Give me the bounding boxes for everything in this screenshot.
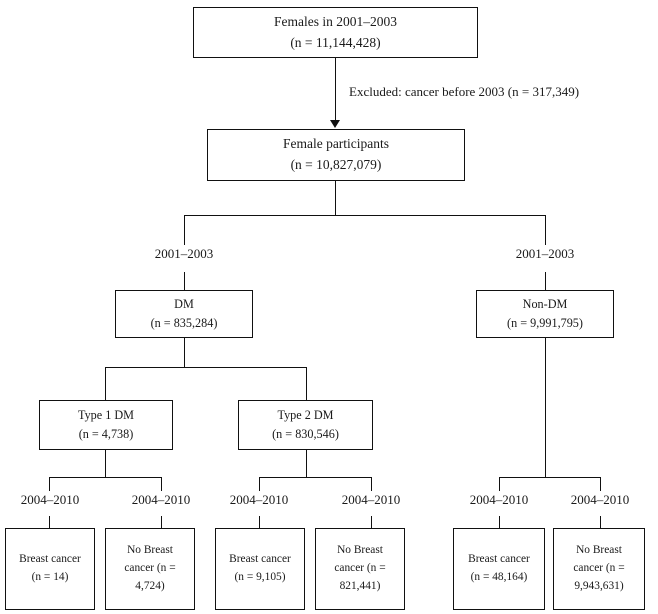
- stage-label-nondm-nobc-period: 2004–2010: [570, 492, 630, 507]
- stage-label-t2-bc-period: 2004–2010: [229, 492, 289, 507]
- node-source-cohort: Females in 2001–2003 (n = 11,144,428): [193, 7, 478, 58]
- node-non-dm-title: Non-DM: [522, 297, 568, 312]
- connector-non-dm-split-right: [600, 477, 601, 491]
- node-type1-no-breast-cancer-title: No Breast: [127, 544, 173, 557]
- connector-label-to-nondm-nobc: [600, 516, 601, 528]
- connector-label-to-dm: [184, 272, 185, 290]
- node-non-dm-breast-cancer: Breast cancer (n = 48,164): [453, 528, 545, 610]
- connector-type1-split-right: [161, 477, 162, 491]
- stage-label-non-dm-period: 2001–2003: [515, 246, 575, 261]
- connector-label-to-t1-nobc: [161, 516, 162, 528]
- node-type1-breast-cancer: Breast cancer (n = 14): [5, 528, 95, 610]
- node-dm-count: (n = 835,284): [150, 316, 218, 330]
- node-type1-dm: Type 1 DM (n = 4,738): [39, 400, 173, 450]
- node-type2-no-breast-cancer: No Breast cancer (n = 821,441): [315, 528, 405, 610]
- node-female-participants: Female participants (n = 10,827,079): [207, 129, 465, 181]
- connector-split-to-non-dm: [545, 215, 546, 245]
- node-type2-no-breast-cancer-count2: 821,441): [339, 579, 381, 592]
- connector-label-to-non-dm: [545, 272, 546, 290]
- connector-participants-down: [335, 181, 336, 215]
- node-type2-breast-cancer-title: Breast cancer: [229, 553, 291, 566]
- stage-label-t1-nobc-period: 2004–2010: [131, 492, 191, 507]
- connector-non-dm-down: [545, 338, 546, 477]
- node-type1-dm-count: (n = 4,738): [78, 427, 134, 441]
- node-type1-no-breast-cancer-count: cancer (n =: [124, 562, 176, 575]
- node-type2-breast-cancer-count: (n = 9,105): [234, 571, 286, 583]
- connector-dm-split-bar: [105, 367, 306, 368]
- connector-participants-split-bar: [184, 215, 545, 216]
- connector-type2-split-right: [371, 477, 372, 491]
- node-type1-breast-cancer-count: (n = 14): [31, 571, 69, 583]
- node-female-participants-count: (n = 10,827,079): [290, 157, 382, 172]
- connector-label-to-nondm-bc: [499, 516, 500, 528]
- connector-type2-down: [306, 450, 307, 477]
- node-type2-dm-title: Type 2 DM: [277, 408, 334, 423]
- connector-type2-split-bar: [259, 477, 371, 478]
- connector-type1-down: [105, 450, 106, 477]
- node-non-dm-breast-cancer-count: (n = 48,164): [470, 571, 528, 583]
- node-type1-breast-cancer-title: Breast cancer: [19, 553, 81, 566]
- stage-label-t1-bc-period: 2004–2010: [20, 492, 80, 507]
- connector-source-to-participants: [335, 58, 336, 121]
- connector-non-dm-split-bar: [499, 477, 600, 478]
- node-non-dm-breast-cancer-title: Breast cancer: [468, 553, 530, 566]
- node-source-cohort-title: Females in 2001–2003: [274, 13, 397, 29]
- connector-dm-split-to-type1: [105, 367, 106, 400]
- node-dm-title: DM: [174, 297, 194, 312]
- connector-non-dm-split-left: [499, 477, 500, 491]
- connector-dm-split-to-type2: [306, 367, 307, 400]
- connector-label-to-t2-bc: [259, 516, 260, 528]
- connector-label-to-t2-nobc: [371, 516, 372, 528]
- node-non-dm: Non-DM (n = 9,991,795): [476, 290, 614, 338]
- node-non-dm-no-breast-cancer-count2: 9,943,631): [574, 579, 624, 592]
- node-type2-dm-count: (n = 830,546): [272, 427, 339, 441]
- node-source-cohort-count: (n = 11,144,428): [290, 34, 381, 50]
- node-type2-breast-cancer: Breast cancer (n = 9,105): [215, 528, 305, 610]
- node-non-dm-no-breast-cancer: No Breast cancer (n = 9,943,631): [553, 528, 645, 610]
- node-non-dm-no-breast-cancer-count: cancer (n =: [573, 562, 625, 575]
- node-dm: DM (n = 835,284): [115, 290, 253, 338]
- node-type2-no-breast-cancer-title: No Breast: [337, 544, 383, 557]
- connector-split-to-dm: [184, 215, 185, 245]
- stage-label-t2-nobc-period: 2004–2010: [341, 492, 401, 507]
- annotation-exclusion: Excluded: cancer before 2003 (n = 317,34…: [349, 84, 580, 99]
- connector-label-to-t1-bc: [49, 516, 50, 528]
- stage-label-dm-period: 2001–2003: [154, 246, 214, 261]
- node-type2-no-breast-cancer-count: cancer (n =: [334, 562, 386, 575]
- node-type1-dm-title: Type 1 DM: [77, 408, 134, 423]
- connector-dm-down: [184, 338, 185, 367]
- node-non-dm-count: (n = 9,991,795): [507, 316, 583, 330]
- node-female-participants-title: Female participants: [282, 136, 390, 152]
- node-type2-dm: Type 2 DM (n = 830,546): [238, 400, 373, 450]
- stage-label-nondm-bc-period: 2004–2010: [469, 492, 529, 507]
- node-type1-no-breast-cancer: No Breast cancer (n = 4,724): [105, 528, 195, 610]
- node-non-dm-no-breast-cancer-title: No Breast: [576, 544, 622, 557]
- connector-type1-split-left: [49, 477, 50, 491]
- connector-type2-split-left: [259, 477, 260, 491]
- arrowhead-source-to-participants: [330, 120, 340, 128]
- node-type1-no-breast-cancer-count2: 4,724): [135, 579, 165, 592]
- connector-type1-split-bar: [49, 477, 161, 478]
